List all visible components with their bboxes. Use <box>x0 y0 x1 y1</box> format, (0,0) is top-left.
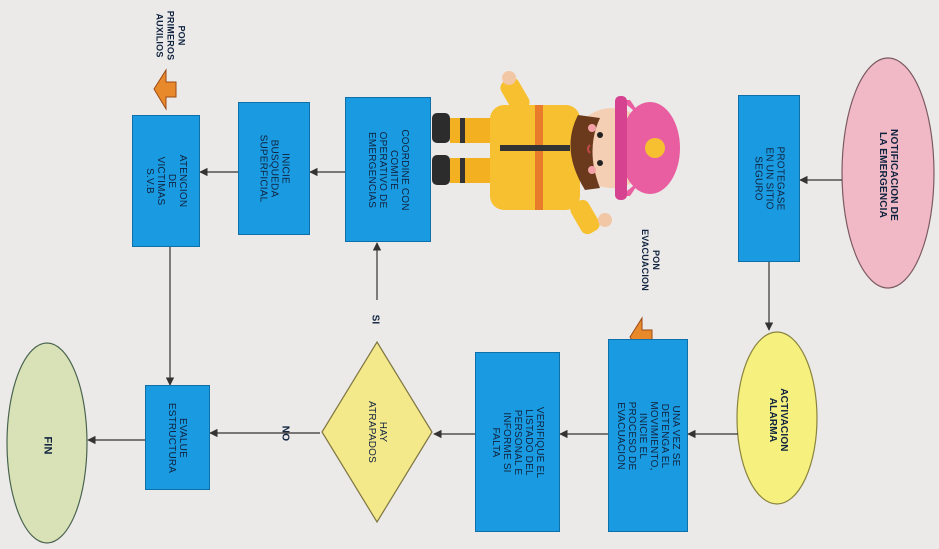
attention-text: ATENCION DE VICTIMAS S.V.B <box>144 154 188 208</box>
protect-node: PROTEGASE EN UN SITIO SEGURO <box>738 95 800 262</box>
coordinate-node: COORDINE CON COMITE OPERATIVO DE EMERGEN… <box>345 97 431 242</box>
evac-process-text: UNA VEZ SE DETENGA EL MOVIMIENTO, INICIE… <box>615 400 681 471</box>
attention-node: ATENCION DE VICTIMAS S.V.B <box>132 115 200 247</box>
end-node: FIN <box>7 400 87 490</box>
verify-text: VERIFIQUE EL LISTADO DEL PERSONAL E INFO… <box>490 406 545 478</box>
start-ellipse-shape <box>841 57 935 289</box>
alarm-text: ACTIVACION ALARMA <box>767 388 789 452</box>
verify-node: VERIFIQUE EL LISTADO DEL PERSONAL E INFO… <box>475 352 560 532</box>
end-text: FIN <box>41 435 54 455</box>
end-ellipse-shape <box>6 342 88 544</box>
search-text: INICIE BUSQUEDA SUPERFICIAL <box>257 134 291 203</box>
decision-diamond-shape <box>321 340 433 524</box>
start-node: NOTIFICACION DE LA EMERGENCIA <box>842 90 934 260</box>
pon-evacuacion-label: PON EVACUACION <box>640 229 662 291</box>
evaluate-text: EVALUE ESTRUCTURA <box>166 402 189 473</box>
pon-primeros-auxilios-label: PON PRIMEROS AUXILIOS <box>154 10 187 60</box>
search-node: INICIE BUSQUEDA SUPERFICIAL <box>238 102 310 235</box>
coordinate-text: COORDINE CON COMITE OPERATIVO DE EMERGEN… <box>366 128 410 211</box>
yes-label: SI <box>369 314 381 324</box>
evac-process-node: UNA VEZ SE DETENGA EL MOVIMIENTO, INICIE… <box>608 339 688 532</box>
evaluate-node: EVALUE ESTRUCTURA <box>145 385 210 490</box>
pon-primeros-auxilios-arrow <box>153 68 177 111</box>
decision-text: HAY ATRAPADOS <box>366 401 388 463</box>
no-label: NO <box>279 425 291 441</box>
alarm-ellipse-shape <box>736 331 818 505</box>
alarm-node: ACTIVACION ALARMA <box>738 340 818 500</box>
protect-text: PROTEGASE EN UN SITIO SEGURO <box>752 146 786 211</box>
decision-node: HAY ATRAPADOS <box>322 380 432 484</box>
firefighter-girl-illustration <box>432 71 680 235</box>
start-text: NOTIFICACION DE LA EMERGENCIA <box>877 129 899 221</box>
